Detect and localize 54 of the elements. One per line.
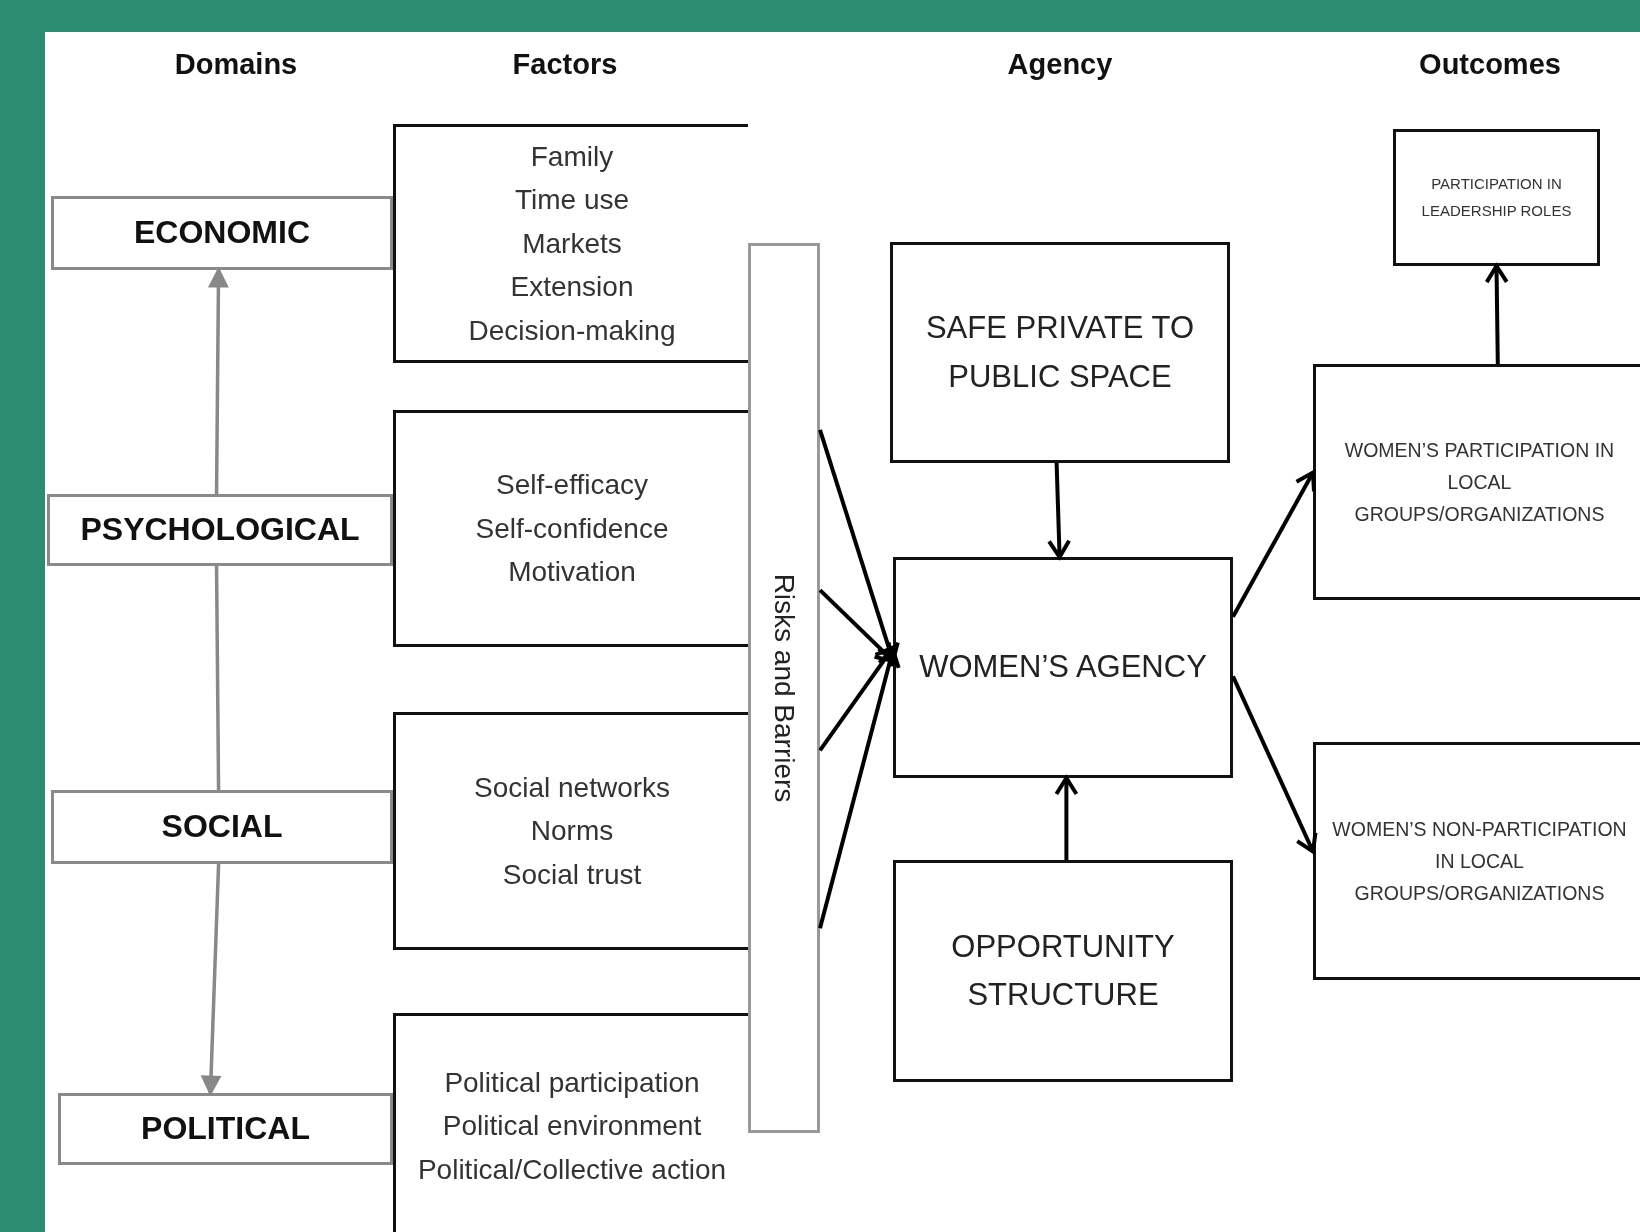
agency-label: WOMEN’S AGENCY [919, 648, 1207, 687]
domain-label: POLITICAL [141, 1111, 310, 1147]
domain-label: ECONOMIC [134, 215, 310, 251]
factor-item: Social trust [502, 857, 642, 892]
agency-label: OPPORTUNITY STRUCTURE [950, 927, 1176, 1014]
bar-label: Risks and Barriers [770, 573, 798, 803]
domain-box [51, 790, 393, 864]
outcome-box [1313, 364, 1640, 600]
factor-item: Extension [510, 270, 634, 305]
domain-box [51, 196, 393, 270]
domain-box [58, 1093, 393, 1165]
column-heading: Domains [174, 48, 298, 81]
domain-label: SOCIAL [161, 809, 283, 845]
factor-box [393, 124, 748, 363]
factor-item: Decision-making [468, 313, 676, 348]
arrow [1484, 264, 1509, 365]
outcome-label: PARTICIPATION IN LEADERSHIP ROLES [1420, 174, 1573, 221]
outcome-box [1313, 742, 1640, 980]
domain-box [47, 494, 393, 566]
factor-item: Time use [514, 183, 630, 218]
arrow [1054, 776, 1079, 860]
factor-item: Self-confidence [475, 511, 669, 546]
factor-box [393, 1013, 748, 1232]
factor-item: Political/Collective action [417, 1152, 727, 1187]
arrow [201, 863, 221, 1095]
factor-item: Political environment [442, 1109, 702, 1144]
factor-item: Norms [530, 814, 614, 849]
factor-item: Markets [522, 226, 622, 261]
arrow [1231, 675, 1318, 854]
outcome-label: WOMEN’S PARTICIPATION IN LOCAL GROUPS/ORGANIZATIONS [1343, 437, 1616, 528]
outcome-box [1393, 129, 1600, 266]
arrow [1047, 462, 1072, 559]
domain-label: PSYCHOLOGICAL [80, 512, 360, 548]
agency-box [893, 860, 1233, 1082]
factor-item: Political participation [444, 1065, 700, 1100]
risks-barriers-bar [748, 243, 820, 1133]
factor-item: Motivation [508, 555, 636, 590]
factor-box [393, 712, 748, 950]
factor-box [393, 410, 748, 647]
factor-item: Family [530, 140, 614, 174]
arrow [818, 588, 895, 663]
column-heading: Factors [512, 48, 618, 81]
agency-box [893, 557, 1233, 778]
column-heading: Agency [1007, 48, 1113, 81]
outcome-label: WOMEN’S NON-PARTICIPATION IN LOCAL GROUPS/ORGANIZATIONS [1331, 816, 1628, 907]
arrow [818, 645, 895, 752]
arrow [208, 268, 228, 494]
column-heading: Outcomes [1419, 48, 1561, 81]
connector-line [214, 566, 221, 790]
factor-item: Social networks [473, 770, 671, 805]
agency-label: SAFE PRIVATE TO PUBLIC SPACE [924, 309, 1196, 396]
factor-item: Self-efficacy [496, 468, 648, 503]
arrow [1231, 470, 1316, 618]
agency-box [890, 242, 1230, 463]
